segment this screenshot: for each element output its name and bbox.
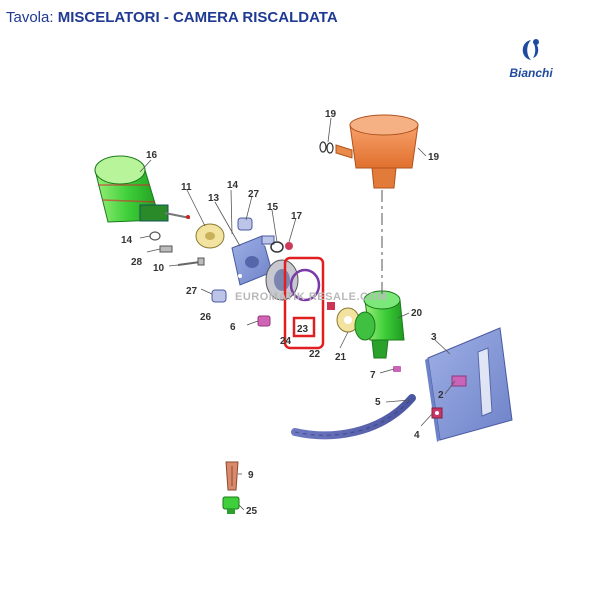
highlight-label-box <box>292 316 316 338</box>
nut-part <box>431 407 443 419</box>
label-24: 24 <box>280 336 292 347</box>
motor-part <box>94 155 191 223</box>
label-27b: 27 <box>186 286 198 297</box>
header-title: MISCELATORI - CAMERA RISCALDATA <box>57 9 338 26</box>
label-5: 5 <box>375 397 381 408</box>
nozzle-part <box>393 366 401 372</box>
clip-part <box>257 315 271 327</box>
header-prefix: Tavola: <box>6 9 54 26</box>
label-13: 13 <box>208 193 220 204</box>
brand-logo: Bianchi <box>496 36 566 82</box>
label-25: 25 <box>246 506 258 517</box>
washer-part <box>149 231 173 253</box>
label-22: 22 <box>309 349 321 360</box>
label-16: 17 <box>291 211 303 222</box>
label-14a: 14 <box>227 180 239 191</box>
label-6: 6 <box>230 322 236 333</box>
highlight-box <box>283 256 325 350</box>
watermark: EUROMATIK RESALE.COM <box>235 291 387 303</box>
part-labels: 16 11 13 14 27 15 17 19 19 14 28 10 27 2… <box>121 109 444 517</box>
label-27a: 27 <box>248 189 260 200</box>
label-17: 19 <box>325 109 337 120</box>
label-28: 28 <box>131 257 143 268</box>
mixing-chamber-part <box>354 290 405 359</box>
page-header: Tavola: MISCELATORI - CAMERA RISCALDATA <box>6 9 338 26</box>
gasket-part <box>289 268 335 310</box>
label-20: 20 <box>411 308 423 319</box>
label-15: 15 <box>267 202 279 213</box>
label-7: 7 <box>370 370 376 381</box>
leader-lines <box>139 117 456 511</box>
funnel-part <box>335 114 419 189</box>
label-9: 9 <box>248 470 254 481</box>
brand-logo-mark <box>522 39 539 60</box>
label-12: 11 <box>181 182 192 193</box>
screw-part-10 <box>177 261 201 266</box>
hose-part <box>291 394 416 440</box>
oring-part <box>319 141 334 154</box>
connector-part <box>222 496 240 514</box>
label-14b: 14 <box>121 235 133 246</box>
label-26: 26 <box>200 312 212 323</box>
heated-chamber-part <box>425 327 513 442</box>
label-10: 10 <box>153 263 165 274</box>
label-21: 21 <box>335 352 347 363</box>
bracket-part <box>225 461 239 491</box>
impeller-part <box>195 223 225 249</box>
brand-name: Bianchi <box>509 66 553 80</box>
label-23: 23 <box>297 324 309 335</box>
screw-part <box>211 217 275 303</box>
label-11: 16 <box>146 150 158 161</box>
label-3: 3 <box>431 332 437 343</box>
label-2: 2 <box>438 390 444 401</box>
label-4: 4 <box>414 430 420 441</box>
label-19: 19 <box>428 152 440 163</box>
